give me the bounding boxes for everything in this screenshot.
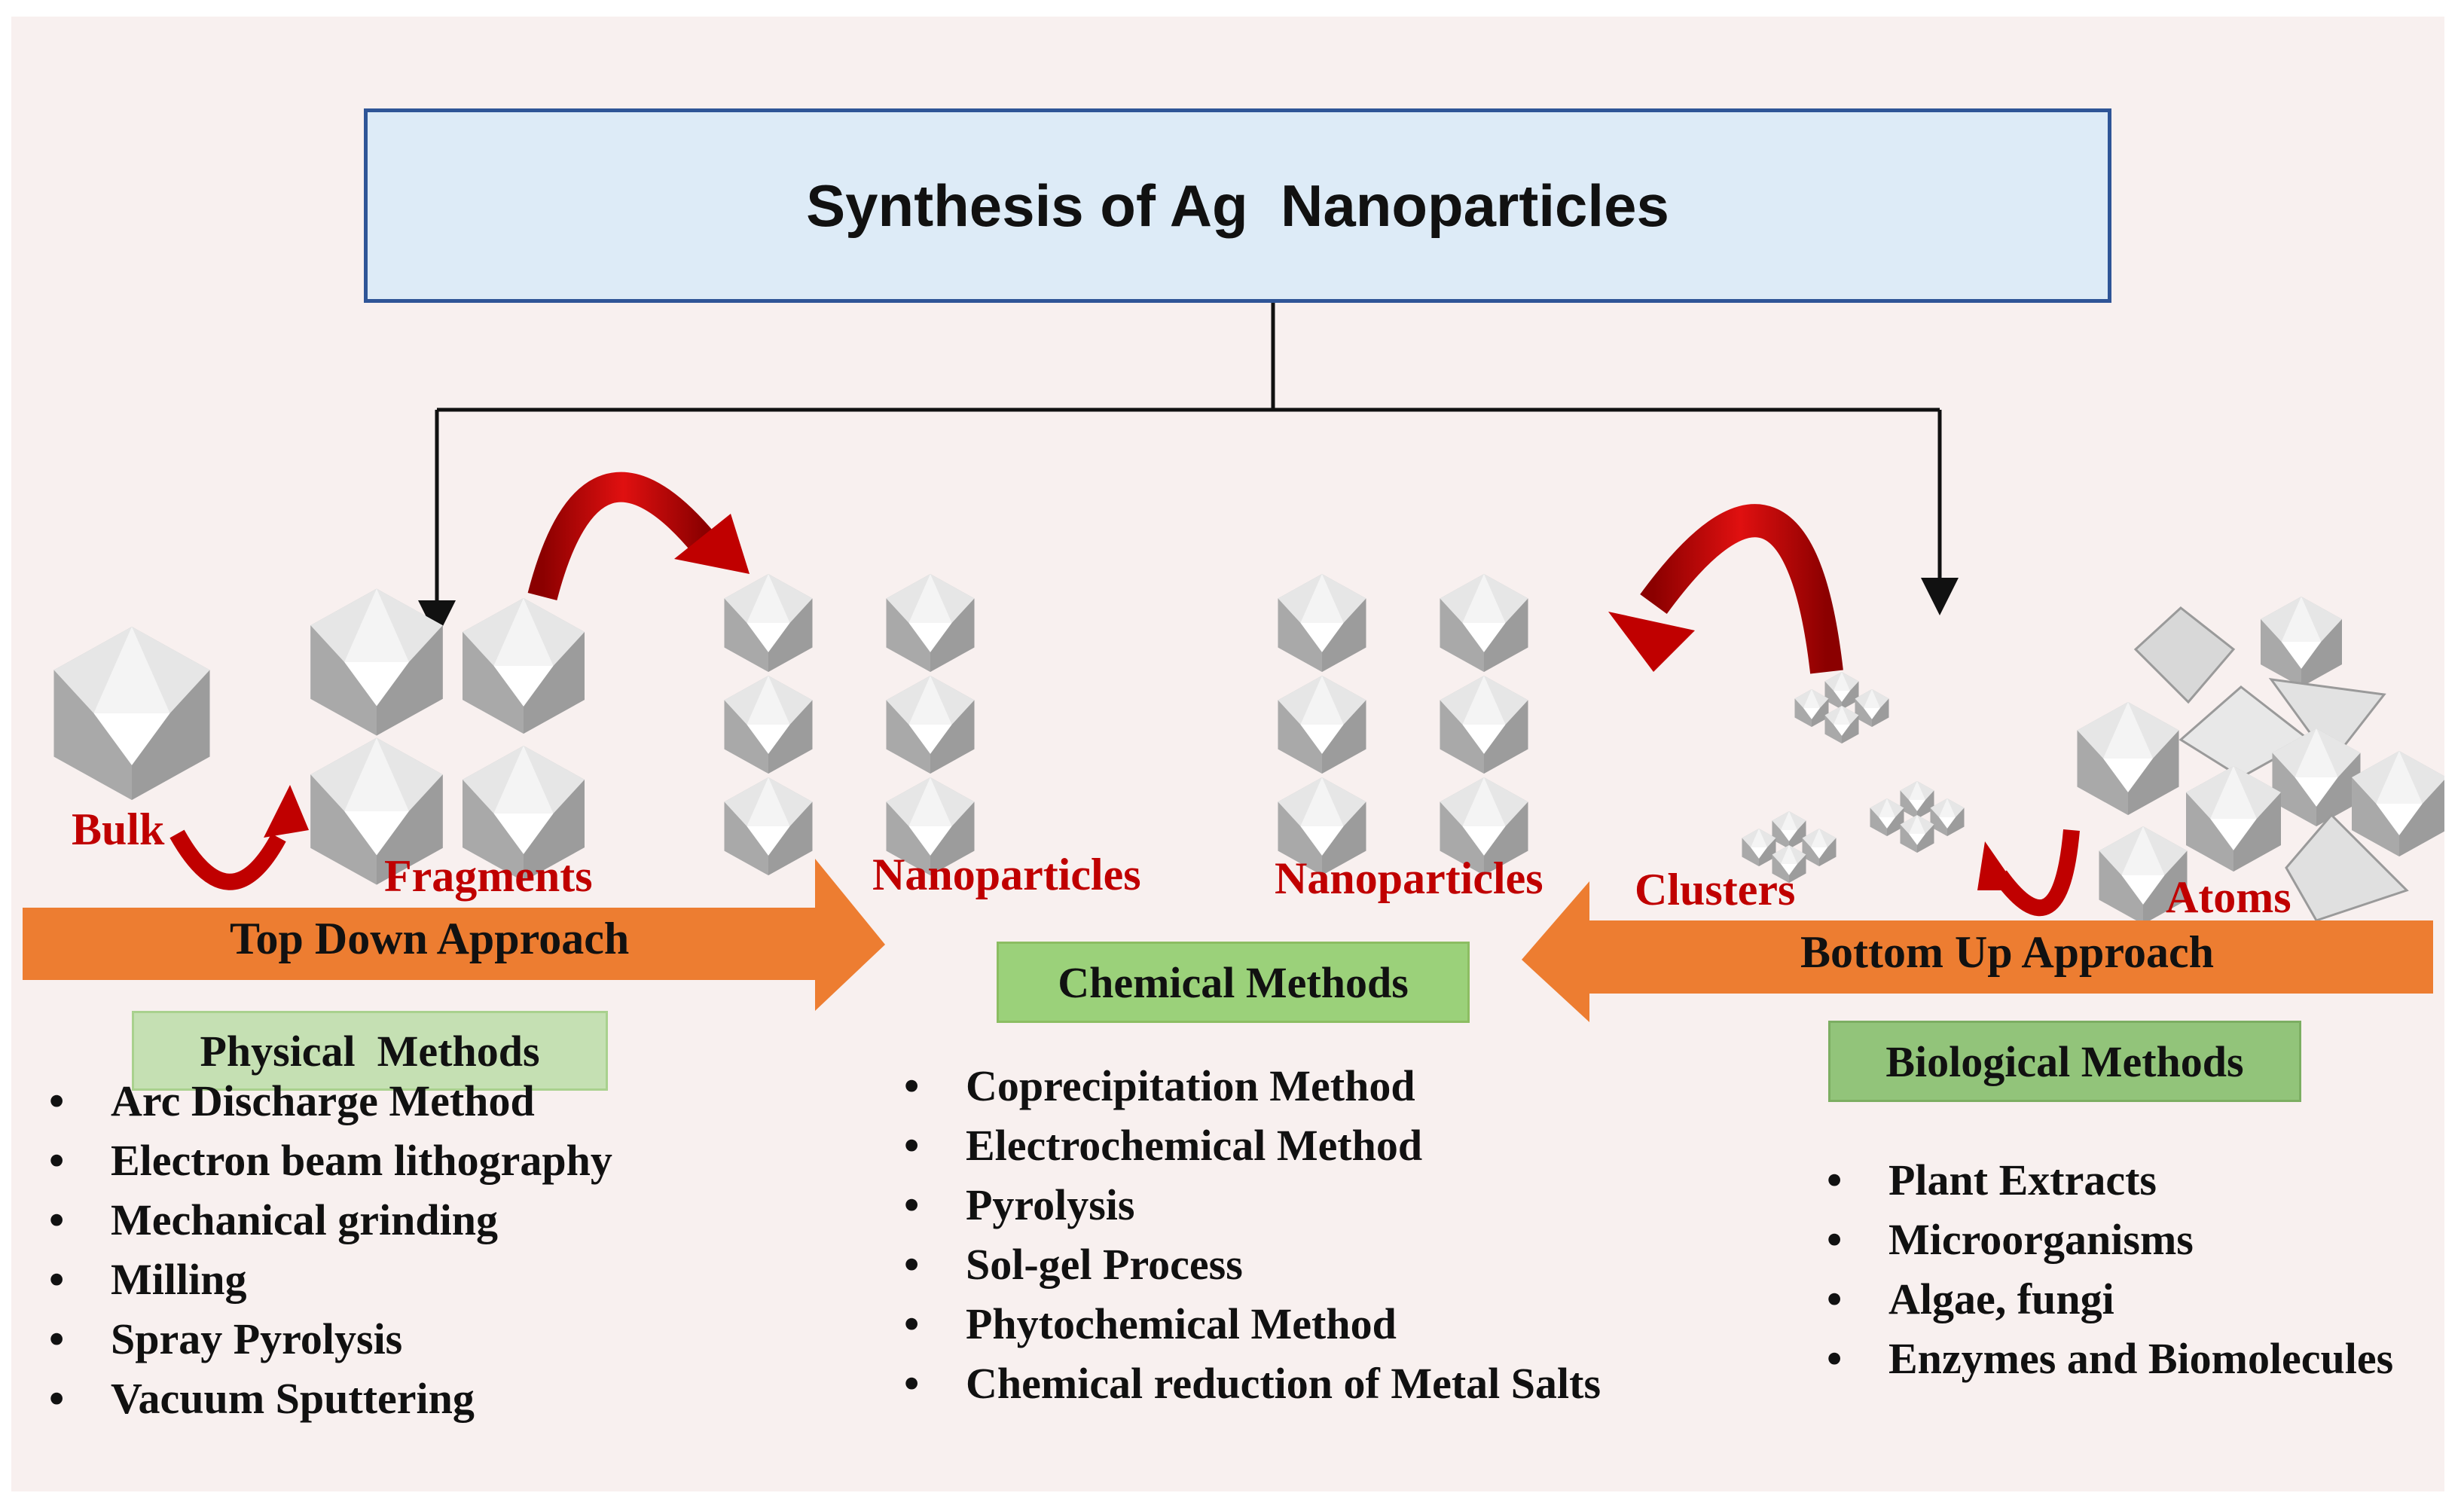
nanoparticles-left-label: Nanoparticles xyxy=(872,850,1141,899)
list-item: Plant Extracts xyxy=(1827,1150,2393,1210)
list-item: Enzymes and Biomolecules xyxy=(1827,1329,2393,1388)
biological-methods-title: Biological Methods xyxy=(1885,1036,2244,1086)
physical-methods-list: Arc Discharge Method Electron beam litho… xyxy=(49,1071,612,1428)
list-item: Pyrolysis xyxy=(904,1175,1601,1235)
list-item: Electrochemical Method xyxy=(904,1116,1601,1175)
top-down-arrow xyxy=(23,859,885,1011)
curved-arrows xyxy=(169,472,2080,917)
diagram-canvas: Synthesis of Ag Nanoparticles Bulk Fragm… xyxy=(11,17,2444,1491)
bulk-label: Bulk xyxy=(72,804,165,854)
list-item: Mechanical grinding xyxy=(49,1190,612,1250)
physical-methods-title: Physical Methods xyxy=(200,1026,540,1076)
bottom-up-approach-label: Bottom Up Approach xyxy=(1800,927,2214,977)
chemical-methods-box: Chemical Methods xyxy=(997,942,1470,1023)
list-item: Sol-gel Process xyxy=(904,1235,1601,1294)
list-item: Arc Discharge Method xyxy=(49,1071,612,1131)
clusters-label: Clusters xyxy=(1635,865,1796,914)
atoms-label: Atoms xyxy=(2166,872,2291,922)
curved-arrow-fragments-to-nanoparticles-icon xyxy=(527,472,750,601)
chemical-methods-title: Chemical Methods xyxy=(1058,957,1409,1007)
list-item: Vacuum Sputtering xyxy=(49,1369,612,1428)
list-item: Chemical reduction of Metal Salts xyxy=(904,1354,1601,1413)
crystal-illustrations xyxy=(53,574,2444,924)
list-item: Milling xyxy=(49,1250,612,1309)
chemical-methods-list: Coprecipitation Method Electrochemical M… xyxy=(904,1056,1601,1413)
top-down-approach-label: Top Down Approach xyxy=(230,914,630,963)
connector-lines xyxy=(418,288,1959,638)
nanoparticles-right-label: Nanoparticles xyxy=(1275,853,1543,903)
bottom-up-arrow xyxy=(1522,881,2433,1022)
biological-methods-list: Plant Extracts Microorganisms Algae, fun… xyxy=(1827,1150,2393,1388)
diagram-title: Synthesis of Ag Nanoparticles xyxy=(806,172,1669,239)
list-item: Microorganisms xyxy=(1827,1210,2393,1269)
curved-arrow-clusters-to-nanoparticles-icon xyxy=(1608,504,1843,674)
list-item: Phytochemical Method xyxy=(904,1294,1601,1354)
list-item: Algae, fungi xyxy=(1827,1269,2393,1329)
list-item: Electron beam lithography xyxy=(49,1131,612,1190)
biological-methods-box: Biological Methods xyxy=(1828,1021,2301,1102)
atom-crystal-icon xyxy=(2268,678,2386,765)
list-item: Coprecipitation Method xyxy=(904,1056,1601,1116)
curved-arrow-bulk-to-fragments-icon xyxy=(169,785,309,890)
title-box: Synthesis of Ag Nanoparticles xyxy=(364,108,2111,303)
fragments-label: Fragments xyxy=(384,851,593,901)
curved-arrow-atoms-to-clusters-icon xyxy=(1977,829,2080,917)
atom-crystal-icon xyxy=(2133,606,2236,704)
list-item: Spray Pyrolysis xyxy=(49,1309,612,1369)
